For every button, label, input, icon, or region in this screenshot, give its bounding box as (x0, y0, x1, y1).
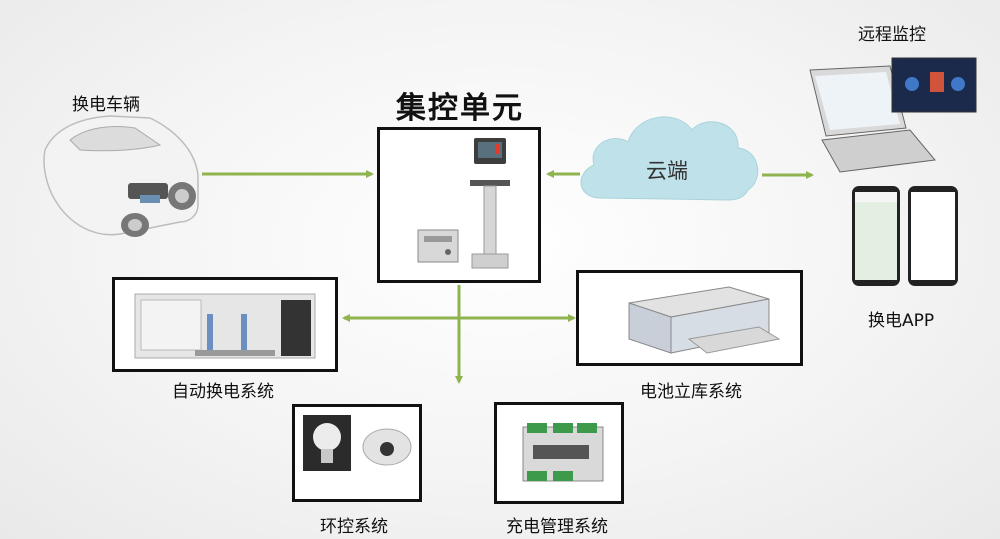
central-unit-box (377, 127, 541, 283)
auto-swap-image (134, 293, 316, 359)
diagram-title: 集控单元 (396, 91, 524, 126)
remote-monitoring-label: 远程监控 (858, 25, 926, 45)
control-cabinet-image (417, 138, 510, 269)
charge-mgmt-box (494, 402, 624, 504)
auto-swap-label: 自动换电系统 (172, 382, 274, 402)
battery-storage-box (576, 270, 803, 366)
vehicle-label: 换电车辆 (72, 95, 140, 115)
cloud-label: 云端 (646, 159, 688, 183)
app-label: 换电APP (868, 311, 935, 331)
charge-mgmt-label: 充电管理系统 (506, 517, 608, 537)
auto-swap-box (112, 277, 338, 372)
env-control-box (292, 404, 422, 502)
battery-storage-label: 电池立库系统 (640, 382, 742, 402)
charge-mgmt-image (522, 423, 604, 482)
env-control-image (303, 415, 412, 471)
env-control-label: 环控系统 (320, 517, 388, 537)
battery-storage-image (628, 286, 781, 354)
